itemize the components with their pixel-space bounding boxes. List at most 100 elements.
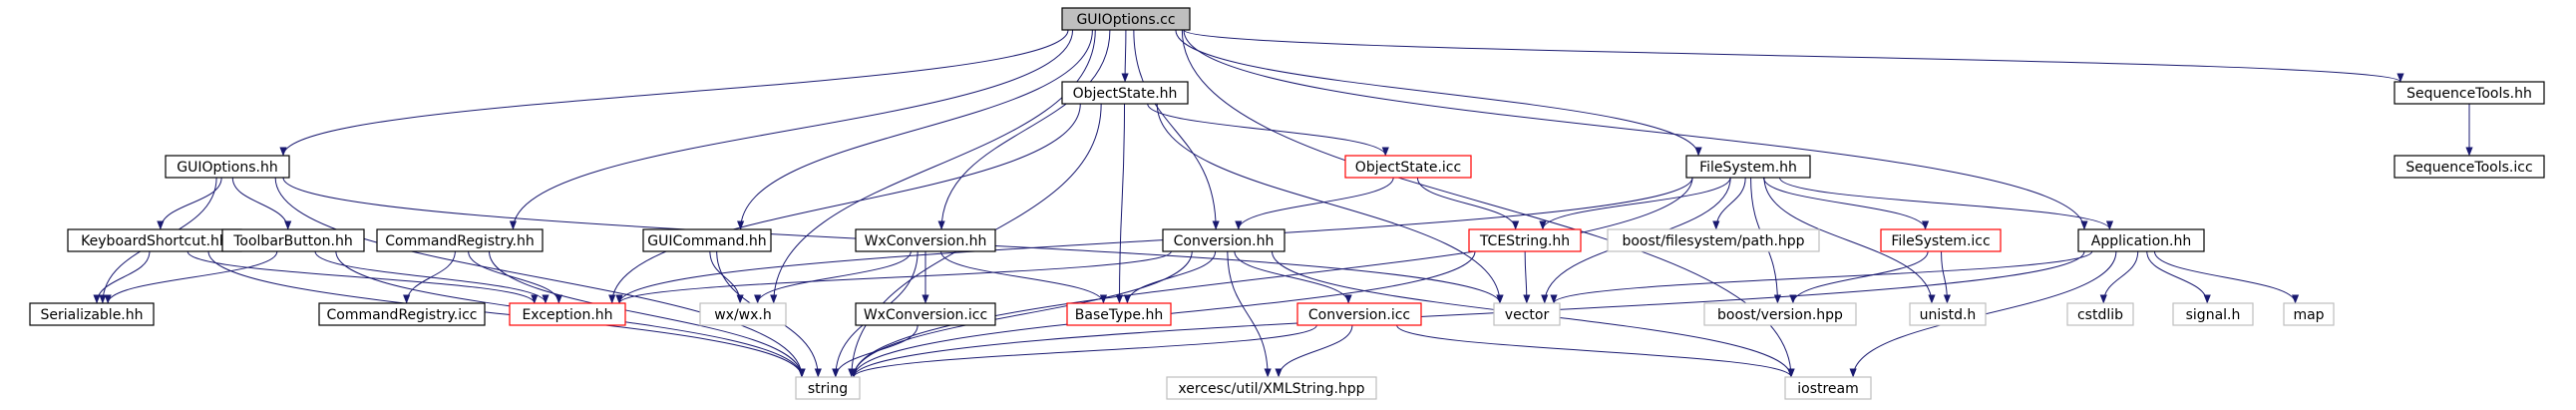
edge-gui_options_cc-to-object_state_hh	[1121, 29, 1129, 83]
node-box	[1344, 155, 1472, 179]
node-sequence-tools-hh[interactable]: SequenceTools.hh	[2393, 81, 2545, 105]
node-xerces-xmlstring: xercesc/util/XMLString.hpp	[1166, 376, 1377, 400]
node-label: xercesc/util/XMLString.hpp	[1178, 381, 1364, 397]
node-conversion-hh[interactable]: Conversion.hh	[1162, 228, 1286, 252]
edge-object_state_hh-to-exception_hh	[608, 103, 1081, 304]
edge-gui_options_cc-to-file_system_hh	[1175, 29, 1702, 157]
node-base-type-hh[interactable]: BaseType.hh	[1066, 302, 1172, 326]
node-exception-hh[interactable]: Exception.hh	[509, 302, 626, 326]
edge-gui_options_hh-to-string	[274, 177, 806, 378]
edge-gui_options_cc-to-wx_conversion_hh	[937, 29, 1111, 230]
edge-gui_options_cc-to-gui_options_hh	[279, 29, 1069, 157]
node-label: map	[2293, 307, 2324, 323]
node-label: Application.hh	[2091, 233, 2191, 249]
edge-file_system_hh-to-string	[850, 177, 1693, 378]
node-label: WxConversion.icc	[864, 307, 987, 323]
node-box	[1607, 228, 1820, 252]
node-box	[1166, 376, 1377, 400]
node-keyboard-shortcut-hh[interactable]: KeyboardShortcut.hh	[67, 228, 242, 252]
edge-file_system_hh-to-file_system_icc	[1762, 177, 1930, 230]
node-label: string	[808, 381, 848, 397]
edge-wx_conversion_hh-to-wx_wx_h	[754, 250, 912, 304]
node-box	[2066, 302, 2134, 326]
node-box	[1468, 228, 1582, 252]
node-label: WxConversion.hh	[865, 233, 987, 249]
node-box	[318, 302, 486, 326]
node-label: TCEString.hh	[1479, 233, 1570, 249]
node-box	[221, 228, 365, 252]
node-box	[855, 228, 996, 252]
node-gui-options-cc[interactable]: GUIOptions.cc	[1061, 7, 1191, 31]
node-box	[2077, 228, 2205, 252]
node-label: CommandRegistry.hh	[385, 233, 534, 249]
node-box	[699, 302, 787, 326]
edge-object_state_hh-to-base_type_hh	[1115, 103, 1126, 304]
node-label: Conversion.icc	[1308, 307, 1410, 323]
node-cstdlib: cstdlib	[2066, 302, 2134, 326]
node-label: Conversion.hh	[1174, 233, 1275, 249]
edge-gui_options_hh-to-keyboard_shortcut_hh	[157, 177, 222, 230]
node-toolbar-button-hh[interactable]: ToolbarButton.hh	[221, 228, 365, 252]
node-box	[2393, 155, 2545, 179]
node-file-system-hh[interactable]: FileSystem.hh	[1685, 155, 1811, 179]
edge-gui_options_cc-to-application_hh	[1183, 29, 2088, 230]
node-object-state-hh[interactable]: ObjectState.hh	[1061, 81, 1189, 105]
node-label: FileSystem.icc	[1891, 233, 1990, 249]
node-box	[2172, 302, 2254, 326]
edge-conversion_icc-to-xerces_xmlstring	[1275, 324, 1353, 378]
edge-object_state_hh-to-object_state_icc	[1147, 103, 1389, 157]
edge-command_registry_hh-to-exception_hh	[468, 250, 562, 304]
node-box	[1162, 228, 1286, 252]
node-label: FileSystem.hh	[1699, 160, 1797, 176]
edge-gui_options_hh-to-toolbar_button_hh	[231, 177, 292, 230]
node-box	[1703, 302, 1857, 326]
node-command-registry-icc[interactable]: CommandRegistry.icc	[318, 302, 486, 326]
edge-gui_options_cc-to-wx_wx_h	[770, 29, 1096, 304]
node-box	[1066, 302, 1172, 326]
edge-wx_conversion_hh-to-base_type_hh	[940, 250, 1108, 304]
node-box	[855, 302, 996, 326]
edge-application_hh-to-vector	[1550, 250, 2093, 304]
node-vector: vector	[1493, 302, 1561, 326]
node-command-registry-hh[interactable]: CommandRegistry.hh	[376, 228, 544, 252]
edge-object_state_icc-to-tce_string_hh	[1416, 177, 1520, 230]
node-serializable-hh[interactable]: Serializable.hh	[29, 302, 155, 326]
edge-keyboard_shortcut_hh-to-serializable_hh	[93, 250, 151, 304]
edge-conversion_hh-to-string	[850, 250, 1193, 378]
node-conversion-icc[interactable]: Conversion.icc	[1296, 302, 1422, 326]
edge-gui_options_cc-to-command_registry_hh	[509, 29, 1074, 230]
node-label: GUICommand.hh	[647, 233, 766, 249]
node-tce-string-hh[interactable]: TCEString.hh	[1468, 228, 1582, 252]
edge-file_system_hh-to-unistd_h	[1763, 177, 1936, 304]
edge-application_hh-to-cstdlib	[2099, 250, 2139, 304]
node-file-system-icc[interactable]: FileSystem.icc	[1880, 228, 2002, 252]
node-label: boost/filesystem/path.hpp	[1622, 233, 1804, 249]
node-wx-conversion-hh[interactable]: WxConversion.hh	[855, 228, 996, 252]
node-box	[29, 302, 155, 326]
node-wx-conversion-icc[interactable]: WxConversion.icc	[855, 302, 996, 326]
node-string: string	[795, 376, 861, 400]
edge-gui_options_cc-to-conversion_hh	[1133, 29, 1220, 230]
node-box	[1784, 376, 1872, 400]
node-box	[2393, 81, 2545, 105]
node-boost-filesystem-path: boost/filesystem/path.hpp	[1607, 228, 1820, 252]
node-map: map	[2283, 302, 2335, 326]
node-object-state-icc[interactable]: ObjectState.icc	[1344, 155, 1472, 179]
node-sequence-tools-icc[interactable]: SequenceTools.icc	[2393, 155, 2545, 179]
edge-toolbar_button_hh-to-serializable_hh	[104, 250, 278, 304]
edge-conversion_hh-to-xerces_xmlstring	[1227, 250, 1272, 378]
node-box	[1061, 81, 1189, 105]
edge-gui_options_cc-to-gui_command_hh	[737, 29, 1093, 230]
node-label: ToolbarButton.hh	[232, 233, 353, 249]
node-gui-command-hh[interactable]: GUICommand.hh	[642, 228, 772, 252]
edge-conversion_hh-to-conversion_icc	[1234, 250, 1352, 304]
node-application-hh[interactable]: Application.hh	[2077, 228, 2205, 252]
node-box	[1493, 302, 1561, 326]
edge-conversion_hh-to-exception_hh	[615, 250, 1172, 304]
node-boost-version: boost/version.hpp	[1703, 302, 1857, 326]
edges-layer	[93, 29, 2473, 378]
node-label: BaseType.hh	[1075, 307, 1163, 323]
node-gui-options-hh[interactable]: GUIOptions.hh	[165, 155, 290, 179]
